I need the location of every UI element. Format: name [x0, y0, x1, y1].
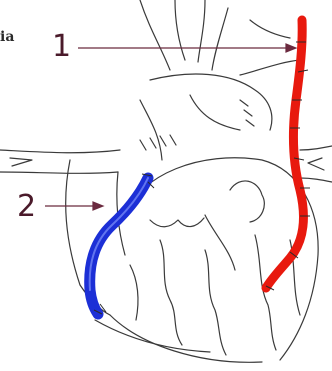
sketch-outline	[300, 146, 332, 150]
sketch-outline	[110, 315, 262, 362]
sketch-outline	[140, 100, 162, 160]
sketch-outline	[250, 20, 290, 38]
sketch-outline	[190, 95, 240, 130]
sketch-outline	[150, 218, 204, 227]
sketch-outline	[0, 150, 120, 153]
arrowhead-2	[93, 202, 103, 210]
sketch-outline	[150, 74, 272, 130]
sketch-outline	[230, 181, 264, 222]
sketch-outline	[130, 265, 138, 320]
sketch-outline	[308, 158, 324, 170]
sketch-hatching	[240, 100, 254, 126]
sketch-outline	[198, 0, 205, 62]
sketch-outline	[205, 250, 226, 355]
sketch-outline	[140, 0, 170, 70]
label-2: 2	[17, 192, 36, 222]
arrowhead-1	[286, 44, 296, 52]
sketch-outline	[160, 240, 182, 345]
red-vessel	[266, 20, 303, 288]
sketch-outline	[10, 158, 32, 166]
sketch-outline	[300, 178, 332, 182]
sketch-outline	[95, 320, 210, 352]
sketch-outline	[0, 172, 118, 173]
red-vessel-sutures	[266, 42, 310, 290]
sketch-outline	[175, 0, 185, 60]
blue-vessel	[90, 178, 148, 314]
sketch-outline	[212, 8, 228, 70]
sketch-outline	[255, 235, 276, 350]
sketch-outline	[240, 60, 300, 75]
corner-text: ia	[0, 30, 14, 44]
label-1: 1	[52, 32, 71, 62]
sketch-outline	[205, 215, 235, 270]
